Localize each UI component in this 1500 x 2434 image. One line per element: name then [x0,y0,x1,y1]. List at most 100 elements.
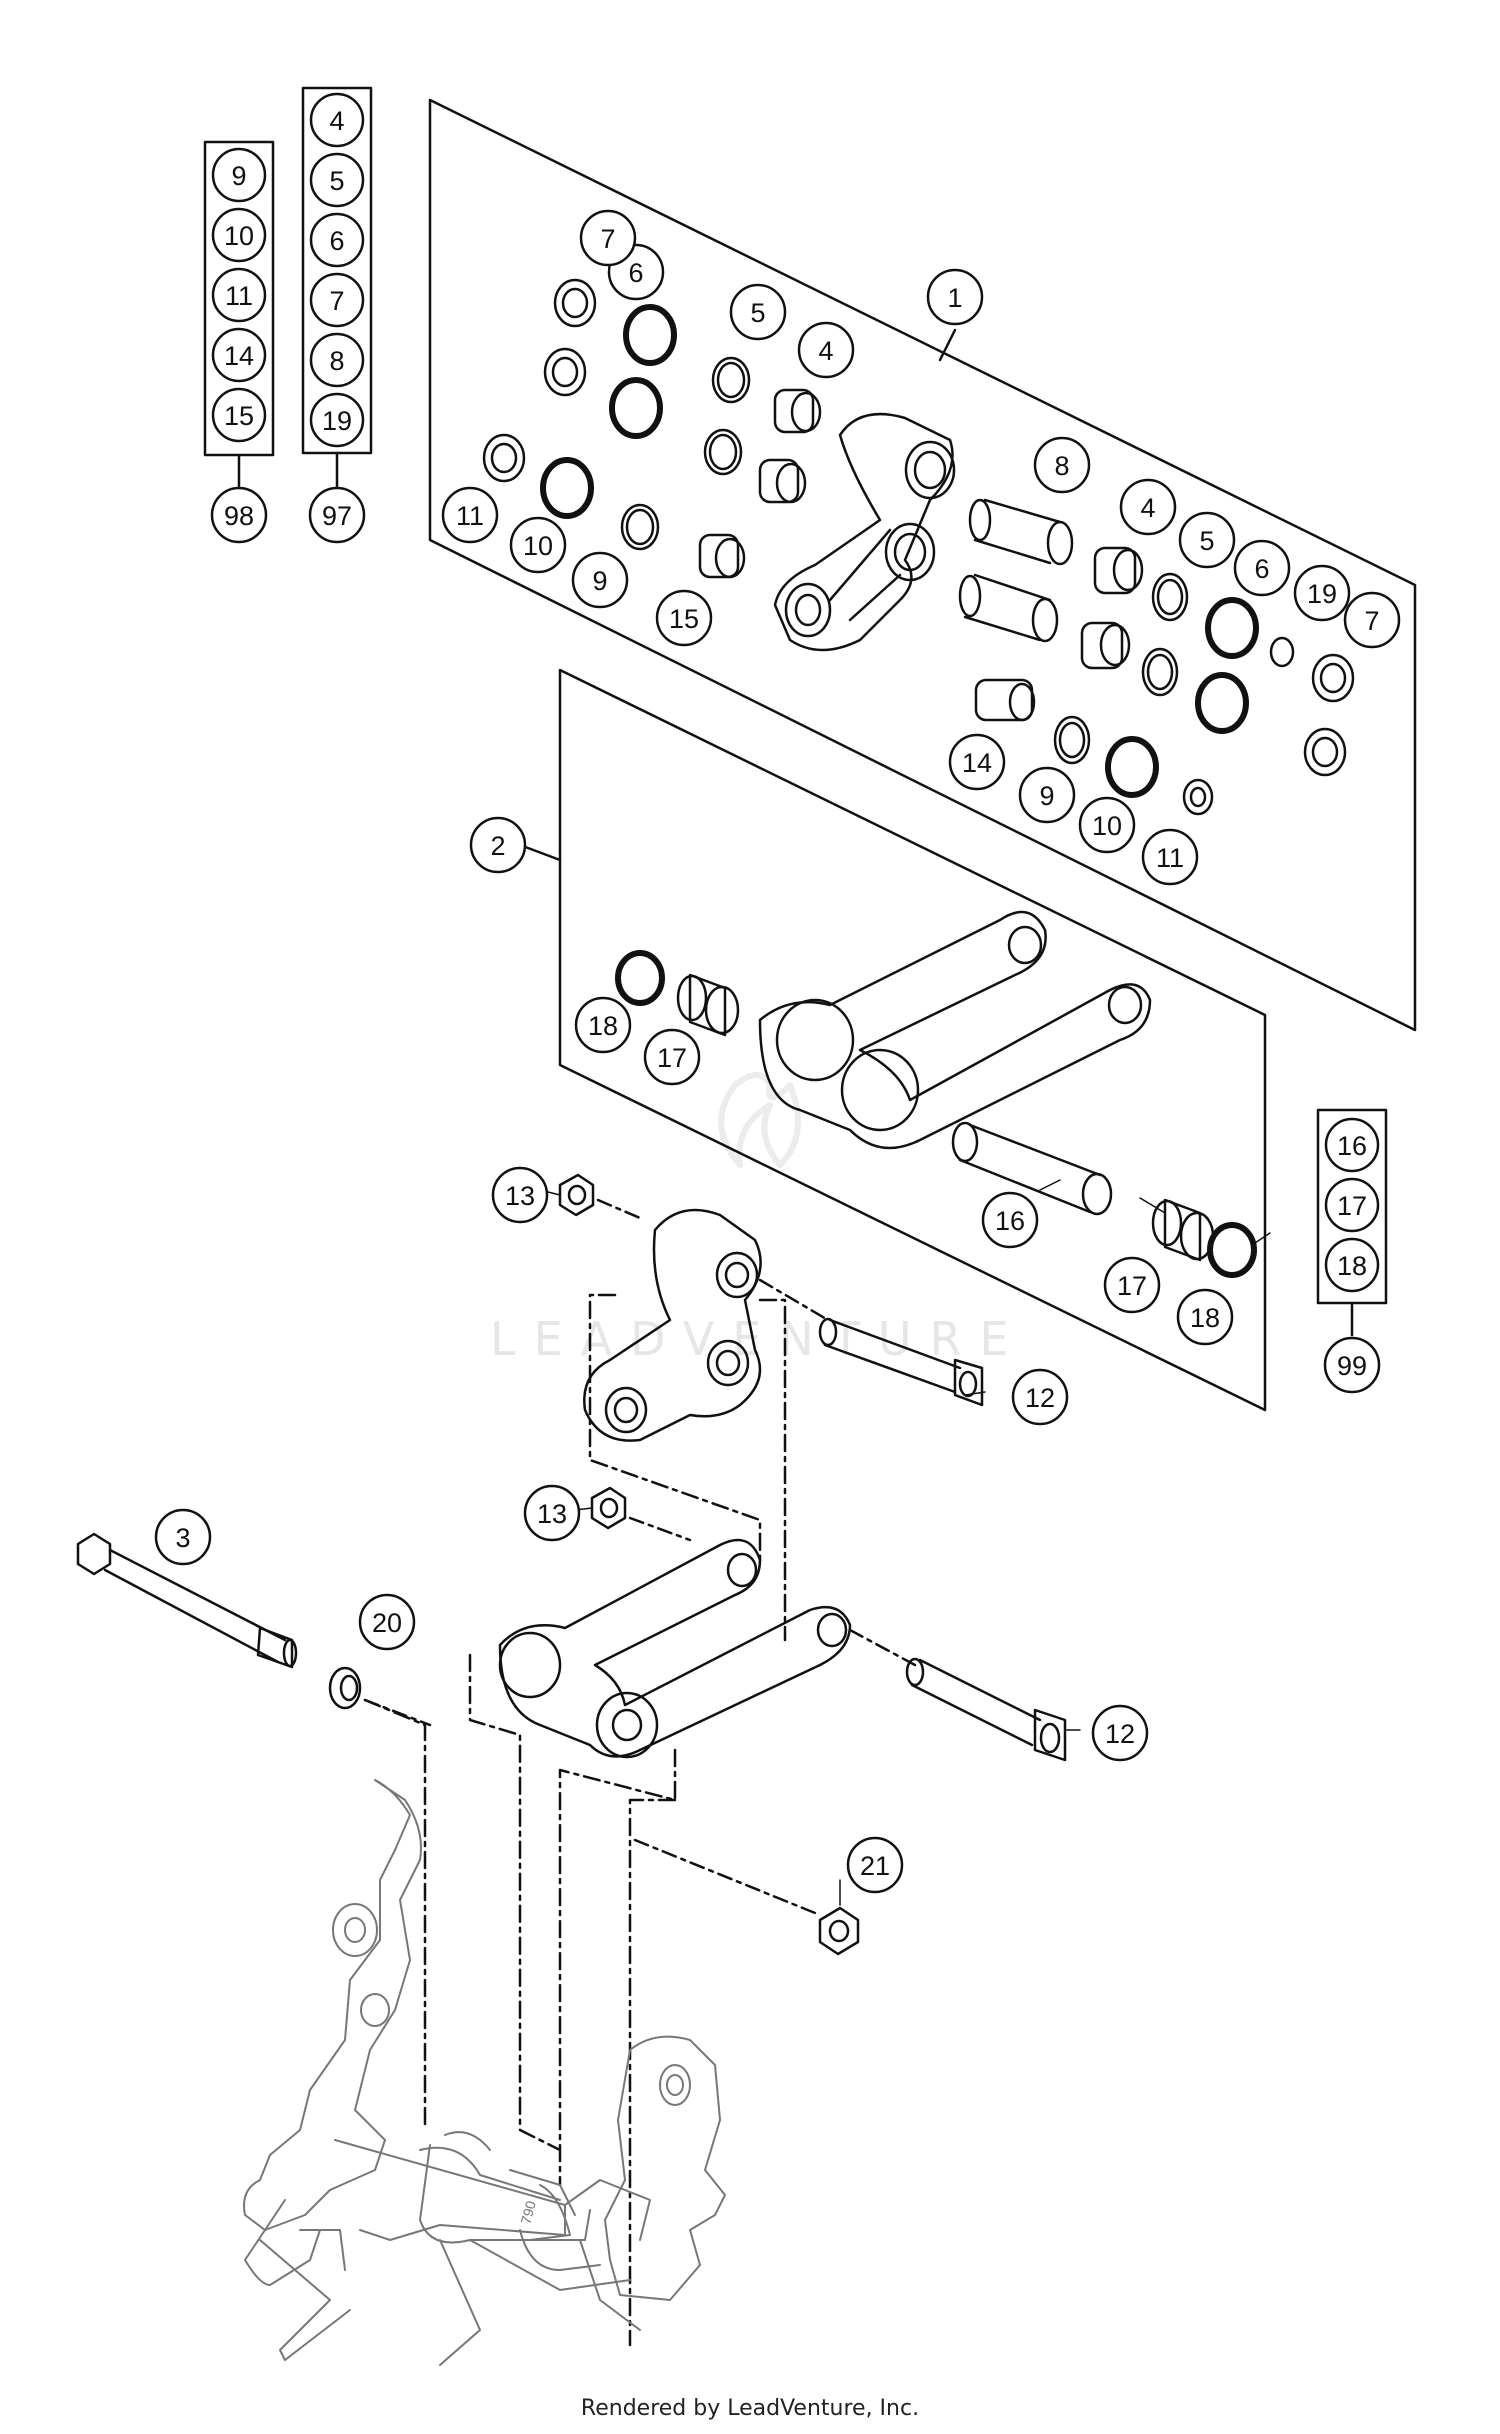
callout-number: 9 [592,566,607,596]
callout-number: 1 [947,283,962,313]
panel-1-left-parts [482,278,822,579]
callout-number: 17 [1117,1271,1147,1301]
callout-number: 7 [1364,606,1379,636]
kit-box-97 [301,86,373,492]
svg-text:14: 14 [224,341,254,371]
callout-number: 18 [1190,1303,1220,1333]
callout-9: 9 [1018,766,1076,824]
kit-label-98: 98 [210,486,268,544]
svg-text:7: 7 [329,286,344,316]
panel-1-outline [428,98,1417,1032]
callout-number: 16 [995,1206,1025,1236]
callout-5: 5 [729,283,787,341]
kit-97-part-5: 5 [309,152,365,208]
svg-text:15: 15 [224,401,254,431]
bolt-3 [76,1532,298,1669]
svg-text:10: 10 [224,221,254,251]
watermark: LEADVENTURE [490,1072,1009,1366]
callout-number: 11 [1156,843,1184,873]
svg-text:97: 97 [322,501,352,531]
kit-98-part-9: 9 [211,147,267,203]
kit-label-97: 97 [308,486,366,544]
footer-credit: Rendered by LeadVenture, Inc. [580,2396,920,2421]
svg-text:18: 18 [1337,1251,1367,1281]
washer-20 [328,1666,432,1727]
callout-number: 2 [490,831,505,861]
nut-13-lower [590,1486,692,1542]
callout-11: 11 [441,486,499,544]
leader-1 [938,328,957,362]
svg-text:11: 11 [225,281,253,311]
svg-text:9: 9 [231,161,246,191]
svg-text:6: 6 [329,226,344,256]
callout-2: 2 [469,816,527,874]
callout-number: 7 [600,224,615,254]
dashed-guide-bolt3 [363,1698,427,2127]
rocker-lever-panel-1 [773,412,956,652]
callout-number: 3 [175,1523,190,1553]
callout-layer: 1234567845619711109151491011181716171813… [154,92,1401,1894]
callout-number: 6 [628,258,643,288]
callout-number: 18 [588,1011,618,1041]
callout-number: 5 [750,298,765,328]
callout-18: 18 [1176,1288,1234,1346]
svg-text:98: 98 [224,501,254,531]
dashed-guide-rocker [588,1293,787,1642]
callout-17: 17 [643,1028,701,1086]
svg-text:19: 19 [322,406,352,436]
callout-number: 17 [657,1043,687,1073]
callout-number: 4 [818,336,833,366]
callout-4: 4 [1119,478,1177,536]
assembled-pull-rod [498,1538,852,1759]
callout-number: 8 [1054,451,1069,481]
bolt-12-lower [848,1628,1067,1762]
panel-2-parts [615,910,1257,1278]
callout-number: 14 [962,748,992,778]
callout-16: 16 [981,1191,1039,1249]
callout-number: 20 [372,1608,402,1638]
kit-97-part-19: 19 [309,392,365,448]
callout-number: 10 [1092,811,1122,841]
kit-97-part-7: 7 [309,272,365,328]
kit-98-part-11: 11 [211,267,267,323]
bolt-12-upper [758,1278,984,1407]
callout-number: 15 [669,604,699,634]
kit-98-part-10: 10 [211,207,267,263]
svg-text:5: 5 [329,166,344,196]
nut-13-upper [558,1173,642,1220]
callout-11: 11 [1141,828,1199,886]
callout-number: 12 [1025,1383,1055,1413]
kit-97-part-4: 4 [309,92,365,148]
kit-99-part-17: 17 [1324,1177,1380,1233]
callout-number: 11 [456,501,484,531]
callout-10: 10 [1078,796,1136,854]
callout-8: 8 [1033,436,1091,494]
kit-98-part-14: 14 [211,327,267,383]
callout-number: 6 [1254,554,1269,584]
assembled-rocker [583,1208,762,1442]
kit-99-part-18: 18 [1324,1237,1380,1293]
callout-4: 4 [797,321,855,379]
callout-20: 20 [358,1593,416,1651]
callout-number: 10 [523,531,553,561]
callout-7: 7 [579,209,637,267]
svg-text:16: 16 [1337,1131,1367,1161]
callout-12: 12 [1011,1368,1069,1426]
callout-10: 10 [509,516,567,574]
kit-97-part-6: 6 [309,212,365,268]
callout-number: 13 [537,1499,567,1529]
svg-text:790: 790 [517,2199,539,2226]
callout-3: 3 [154,1508,212,1566]
callout-13: 13 [523,1484,581,1542]
callout-9: 9 [571,551,629,609]
nut-21 [633,1838,860,1956]
leader-2 [518,843,562,862]
kit-label-99: 99 [1323,1336,1381,1394]
callout-number: 5 [1199,526,1214,556]
dashed-guide-pullrod [468,1653,677,2347]
svg-text:99: 99 [1337,1351,1367,1381]
callout-5: 5 [1178,511,1236,569]
callout-7: 7 [1343,591,1401,649]
callout-12: 12 [1091,1704,1149,1762]
